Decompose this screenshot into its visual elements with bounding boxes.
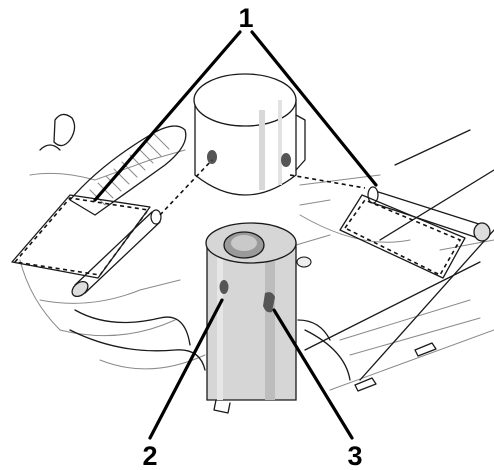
callout-2: 2 [142, 441, 157, 470]
left-pin [11, 194, 162, 298]
upper-pivot-cap [193, 73, 306, 196]
right-pin [339, 186, 491, 279]
lower-tube [205, 222, 312, 414]
callout-1: 1 [238, 3, 253, 33]
leader-lines [93, 30, 378, 440]
spring-assembly [39, 113, 187, 216]
callout-3: 3 [347, 441, 362, 470]
alignment-lines [159, 159, 366, 216]
machine-frame-background [19, 129, 494, 392]
